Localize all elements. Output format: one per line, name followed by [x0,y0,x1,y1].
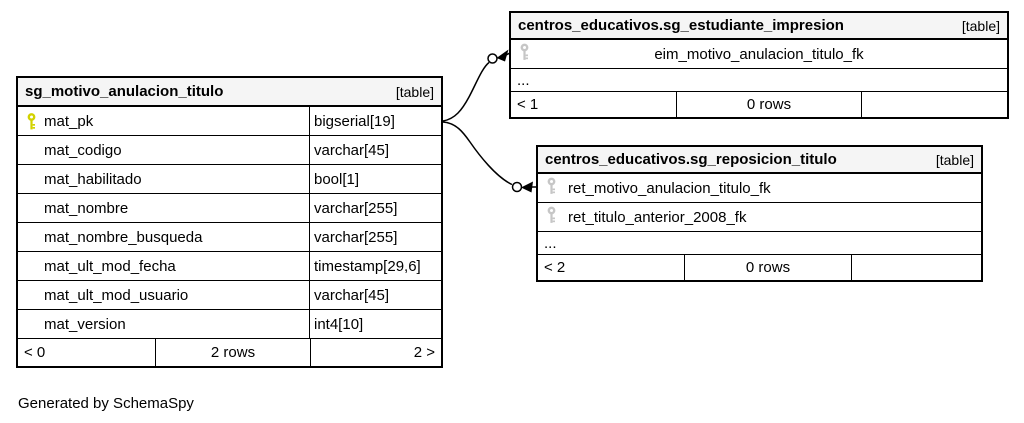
column-row-mat-habilitado: mat_habilitado bool[1] [18,165,441,194]
footer-row-count: 0 rows [677,92,862,117]
table-badge: [table] [395,83,434,100]
column-row-ret-titulo-anterior-2008-fk: ret_titulo_anterior_2008_fk [538,203,981,232]
column-name-cell: mat_nombre_busqueda [18,223,310,251]
column-row-mat-ult-mod-usuario: mat_ult_mod_usuario varchar[45] [18,281,441,310]
table-title[interactable]: centros_educativos.sg_reposicion_titulo [545,151,837,168]
table-header[interactable]: sg_motivo_anulacion_titulo [table] [18,78,441,107]
footer-row-count: 0 rows [685,255,852,280]
column-type: varchar[255] [314,199,398,217]
table-title[interactable]: sg_motivo_anulacion_titulo [25,83,224,100]
column-name: mat_codigo [44,141,122,159]
column-name: mat_ult_mod_fecha [44,257,176,275]
more-columns-ellipsis: ... [538,232,981,255]
foreign-key-icon [546,177,557,199]
column-row-ret-motivo-anulacion-titulo-fk: ret_motivo_anulacion_titulo_fk [538,174,981,203]
footer-parents-count [852,255,981,280]
column-type: timestamp[29,6] [314,257,421,275]
table-badge: [table] [961,17,1000,34]
table-footer: < 1 0 rows [511,92,1007,117]
footer-children-count: < 1 [511,92,677,117]
column-name-cell: mat_ult_mod_usuario [18,281,310,309]
column-name: mat_version [44,315,126,333]
column-type: bigserial[19] [314,112,395,130]
table-sg-estudiante-impresion: centros_educativos.sg_estudiante_impresi… [509,11,1009,119]
column-row-mat-version: mat_version int4[10] [18,310,441,339]
column-name-cell: mat_pk [18,107,310,135]
column-type: varchar[255] [314,228,398,246]
edge-to-reposicion-titulo [442,121,536,193]
table-badge: [table] [935,151,974,168]
column-row-mat-nombre: mat_nombre varchar[255] [18,194,441,223]
more-columns-ellipsis: ... [511,69,1007,92]
edge-circle-terminator [511,181,523,193]
column-type: varchar[45] [314,286,390,304]
primary-key-icon [18,112,44,130]
edge-circle-terminator [487,53,498,64]
column-name: ret_motivo_anulacion_titulo_fk [568,179,771,197]
footer-children-count: < 2 [538,255,685,280]
column-name: mat_ult_mod_usuario [44,286,189,304]
table-sg-reposicion-titulo: centros_educativos.sg_reposicion_titulo … [536,145,983,282]
column-type: int4[10] [314,315,364,333]
column-name-cell: mat_ult_mod_fecha [18,252,310,280]
column-row-mat-pk: mat_pk bigserial[19] [18,107,441,136]
table-header[interactable]: centros_educativos.sg_estudiante_impresi… [511,13,1007,40]
column-name: mat_nombre [44,199,129,217]
column-name-cell: mat_codigo [18,136,310,164]
column-name: ret_titulo_anterior_2008_fk [568,208,747,226]
column-row-mat-nombre-busqueda: mat_nombre_busqueda varchar[255] [18,223,441,252]
column-name-cell: mat_version [18,310,310,338]
column-row-eim-motivo-anulacion-titulo-fk: eim_motivo_anulacion_titulo_fk [511,40,1007,69]
column-name: mat_nombre_busqueda [44,228,203,246]
footer-row-count: 2 rows [156,339,311,366]
column-name-cell: mat_nombre [18,194,310,222]
footer-parents-count [862,92,1007,117]
column-row-mat-codigo: mat_codigo varchar[45] [18,136,441,165]
table-footer: < 0 2 rows 2 > [18,339,441,366]
table-sg-motivo-anulacion-titulo: sg_motivo_anulacion_titulo [table] mat_p… [16,76,443,368]
footer-parents-count: 2 > [413,344,435,361]
column-name: mat_habilitado [44,170,142,188]
column-name: eim_motivo_anulacion_titulo_fk [654,45,864,63]
table-header[interactable]: centros_educativos.sg_reposicion_titulo … [538,147,981,174]
edge-to-estudiante-impresion [442,49,511,122]
footer-children-count: < 0 [18,339,156,366]
foreign-key-icon [546,206,557,228]
column-type: varchar[45] [314,141,390,159]
foreign-key-icon [519,43,530,65]
column-name-cell: mat_habilitado [18,165,310,193]
column-name: mat_pk [44,112,94,130]
table-footer: < 2 0 rows [538,255,981,280]
generator-caption: Generated by SchemaSpy [18,395,194,412]
column-type: bool[1] [314,170,360,188]
column-row-mat-ult-mod-fecha: mat_ult_mod_fecha timestamp[29,6] [18,252,441,281]
table-title[interactable]: centros_educativos.sg_estudiante_impresi… [518,17,844,34]
